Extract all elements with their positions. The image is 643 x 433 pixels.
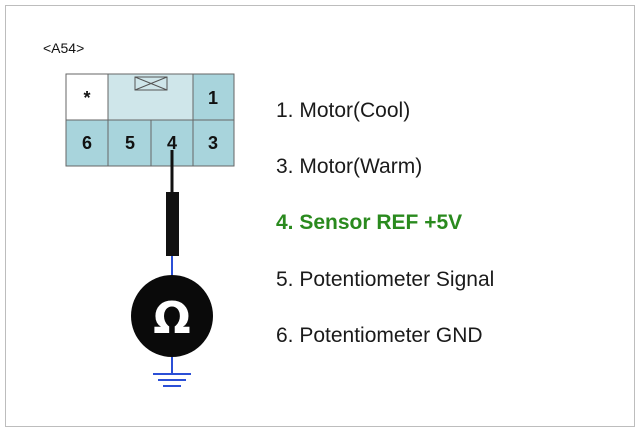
pin-label-1: 1 (208, 88, 218, 108)
ground-icon (153, 357, 191, 387)
connector-latch (107, 73, 194, 121)
ohm-glyph: Ω (153, 293, 190, 344)
pin-cell-5 (107, 119, 152, 167)
latch-icon (134, 76, 168, 91)
pin-desc-3: 3. Motor(Warm) (276, 155, 423, 178)
pin-label-6: 6 (82, 133, 92, 153)
pin-label-5: 5 (125, 133, 135, 153)
pin-desc-1: 1. Motor(Cool) (276, 99, 411, 122)
pin-desc-6: 6. Potentiometer GND (276, 324, 483, 347)
pin-label-3: 3 (208, 133, 218, 153)
pin-desc-5: 5. Potentiometer Signal (276, 268, 495, 291)
ohm-meter-icon: Ω (131, 275, 213, 357)
pin-cell-6 (65, 119, 109, 167)
connector-id: <A54> (43, 40, 84, 56)
connector-body (65, 73, 235, 167)
pin-desc-4: 4. Sensor REF +5V (276, 211, 463, 234)
pin-label-4: 4 (167, 133, 177, 153)
pin-label-star: * (83, 88, 90, 108)
pin-cell-1 (192, 73, 235, 121)
probe-wire (166, 150, 179, 276)
pin-cell-3 (192, 119, 235, 167)
